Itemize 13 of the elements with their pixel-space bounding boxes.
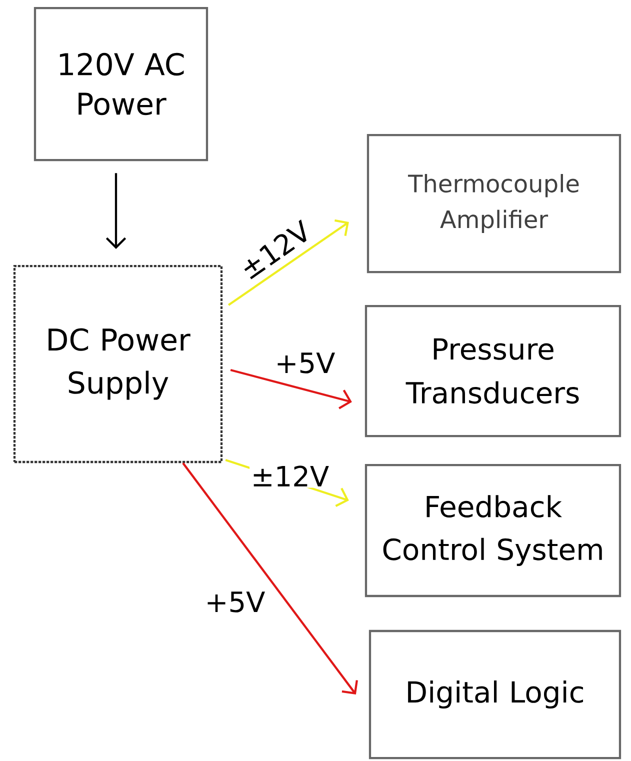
block-box: 120V AC Power [34, 6, 208, 162]
edge-label: +5V [203, 590, 267, 614]
block-box: Feedback Control System [364, 464, 622, 598]
arrow [182, 462, 358, 694]
arrow [228, 219, 349, 306]
block-box: Digital Logic [368, 630, 622, 760]
block-box: Thermocouple Amplifier [366, 134, 622, 274]
edge-label: +5V [273, 351, 337, 375]
edge-label: ±12V [250, 464, 330, 488]
arrow [230, 368, 352, 410]
arrow [106, 173, 126, 249]
block-box: DC Power Supply [13, 264, 223, 464]
block-box: Pressure Transducers [364, 304, 622, 438]
